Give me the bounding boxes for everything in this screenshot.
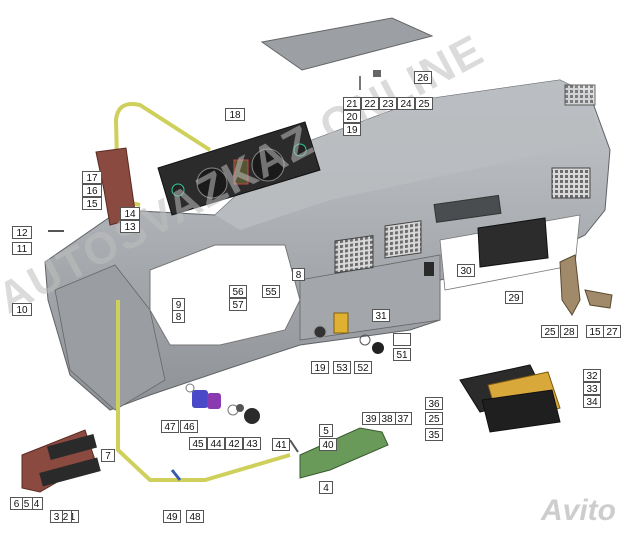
callout-36: 36: [425, 397, 443, 410]
callout-24: 24: [397, 97, 415, 110]
callout-19a: 19: [343, 123, 361, 136]
callout-15a: 15: [82, 197, 102, 210]
callout-39: 39: [362, 412, 380, 425]
callout-19b: 19: [311, 361, 329, 374]
callout-18: 18: [225, 108, 245, 121]
callout-35: 35: [425, 428, 443, 441]
callout-57: 57: [229, 298, 247, 311]
callout-49: 49: [163, 510, 181, 523]
callout-10: 10: [12, 303, 32, 316]
callout-33: 33: [583, 382, 601, 395]
avito-logo: Avito: [541, 494, 616, 527]
callout-29: 29: [505, 291, 523, 304]
bracket-28: [559, 254, 581, 316]
callout-45: 45: [189, 437, 207, 450]
switch-block-upper: [47, 434, 97, 460]
bracket-27: [584, 289, 613, 309]
callout-52: 52: [354, 361, 372, 374]
screw-41: [289, 439, 299, 453]
knob-ring-small: [185, 383, 195, 393]
wiring-harness-lower: [116, 300, 291, 482]
callout-40: 40: [319, 438, 337, 451]
gauge-right: [293, 143, 307, 157]
callout-16: 16: [82, 184, 102, 197]
callout-53: 53: [333, 361, 351, 374]
callout-14: 14: [120, 207, 140, 220]
switch-30: [424, 262, 434, 276]
callout-31: 31: [372, 309, 390, 322]
callout-30: 30: [457, 264, 475, 277]
wiring-harness-upper: [113, 102, 212, 207]
air-vent-top-right: [564, 84, 596, 106]
knob-42: [236, 404, 244, 412]
callout-6: 6: [10, 497, 23, 510]
callout-28: 28: [560, 325, 578, 338]
gauge-left: [171, 183, 185, 197]
callout-13: 13: [120, 220, 140, 233]
knob-43: [244, 408, 260, 424]
callout-25c: 25: [425, 412, 443, 425]
ashtray-cover: [481, 389, 561, 433]
ring-52: [359, 334, 371, 346]
callout-5b: 5: [319, 424, 333, 437]
callout-4b: 4: [319, 481, 333, 494]
callout-38: 38: [378, 412, 396, 425]
air-vent-center-left: [334, 235, 374, 274]
callout-51: 51: [393, 348, 411, 361]
callout-3: 3: [50, 510, 63, 523]
air-vent-center-right: [384, 220, 422, 259]
callout-43: 43: [243, 437, 261, 450]
radio-slot: [433, 194, 502, 223]
control-knob-blue: [192, 390, 208, 408]
harness-terminal: [170, 469, 182, 481]
knob-51: [372, 342, 384, 354]
control-knob-purple: [207, 393, 221, 409]
callout-9: 9: [172, 298, 185, 311]
callout-8b: 8: [292, 268, 305, 281]
steering-column-opening: [149, 244, 301, 346]
callout-11: 11: [12, 242, 32, 255]
callout-21: 21: [343, 97, 361, 110]
callout-7: 7: [101, 449, 115, 462]
callout-55: 55: [262, 285, 280, 298]
mounting-bracket-green: [299, 427, 389, 479]
callout-12: 12: [12, 226, 32, 239]
callout-25a: 25: [415, 97, 433, 110]
callout-32: 32: [583, 369, 601, 382]
clip-23: [373, 70, 381, 77]
callout-42: 42: [225, 437, 243, 450]
callout-26: 26: [414, 71, 432, 84]
callout-34: 34: [583, 395, 601, 408]
glovebox-door: [477, 217, 549, 268]
callout-41: 41: [272, 438, 290, 451]
switch-yellow: [333, 312, 349, 334]
callout-37: 37: [394, 412, 412, 425]
callout-17: 17: [82, 171, 102, 184]
air-vent-right: [551, 167, 591, 199]
callout-22: 22: [361, 97, 379, 110]
speedometer-dial: [251, 148, 285, 182]
callout-27: 27: [603, 325, 621, 338]
callout-23: 23: [379, 97, 397, 110]
callout-47: 47: [161, 420, 179, 433]
dashboard-left-column: [54, 264, 166, 411]
warning-lamps: [233, 159, 249, 185]
callout-20: 20: [343, 110, 361, 123]
callout-56: 56: [229, 285, 247, 298]
callout-48: 48: [186, 510, 204, 523]
dashboard-top-surface: [215, 80, 600, 230]
callout-25b: 25: [541, 325, 559, 338]
callout-15b: 15: [586, 325, 604, 338]
cigarette-lighter: [313, 325, 327, 339]
callout-44: 44: [207, 437, 225, 450]
switch-block-lower: [39, 457, 101, 487]
glovebox-lid: [260, 17, 434, 71]
callout-50: [393, 333, 411, 346]
callout-46: 46: [180, 420, 198, 433]
tachometer-dial: [196, 167, 228, 199]
